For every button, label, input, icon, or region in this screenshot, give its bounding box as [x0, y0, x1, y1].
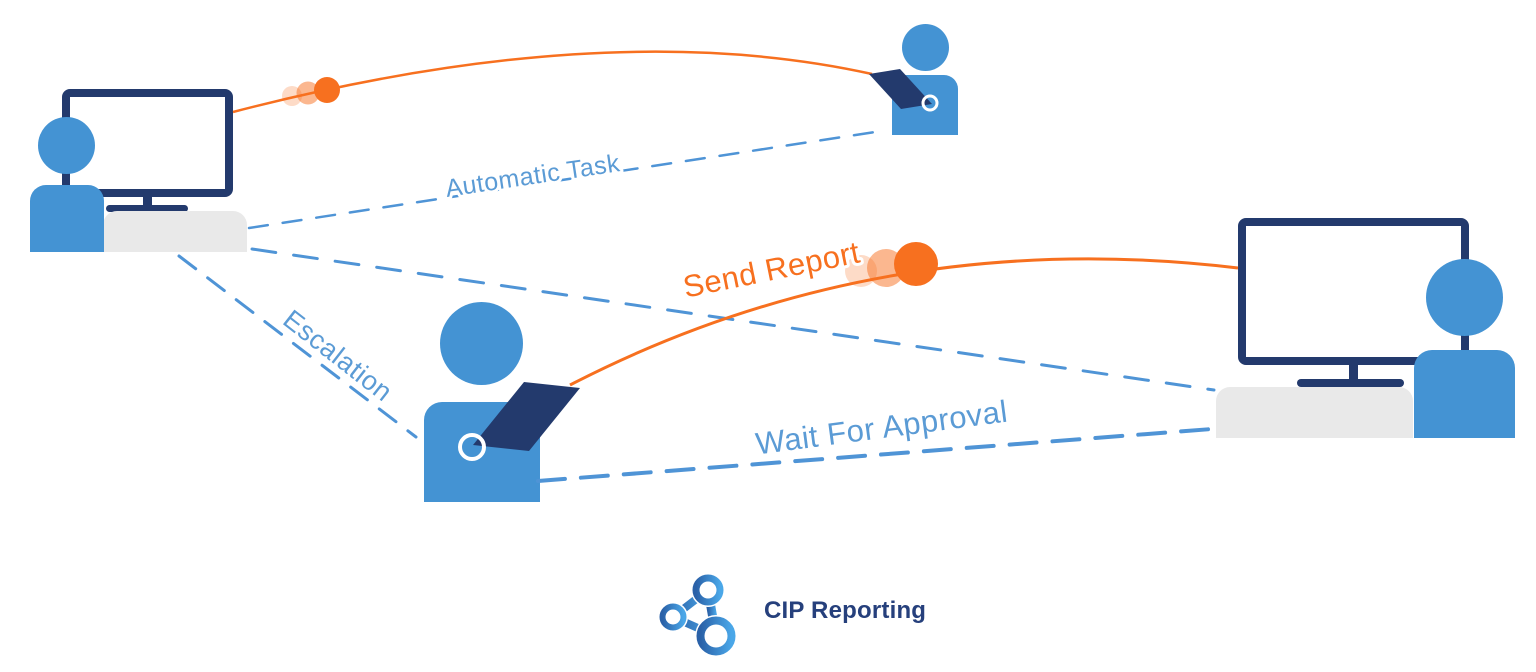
tablet-icon: [869, 69, 932, 109]
tablet-icon: [473, 382, 580, 451]
person-head-icon: [440, 302, 523, 385]
person-body-icon: [1414, 350, 1515, 438]
hand-icon: [458, 433, 486, 461]
flow-dot-icon: [894, 242, 938, 286]
monitor-stand-base-icon: [1297, 379, 1404, 387]
cip-reporting-logo: CIP Reporting: [650, 565, 926, 657]
escalation-line: [177, 254, 418, 439]
desk-icon: [1216, 387, 1413, 438]
person-head-icon: [38, 117, 95, 174]
logo-wordmark: CIP Reporting: [764, 597, 927, 624]
hand-icon: [921, 94, 939, 112]
automatic-task-line: [247, 130, 877, 230]
monitor-stand-base-icon: [106, 205, 188, 212]
flow-dot-icon: [314, 77, 340, 103]
escalation-label: Escalation: [278, 304, 399, 407]
monitor-stand-icon: [143, 196, 152, 207]
person-body-icon: [30, 185, 104, 252]
automatic-task-label: Automatic Task: [444, 149, 622, 203]
person-head-icon: [1426, 259, 1503, 336]
molecule-logo-icon: [658, 573, 737, 657]
desk-to-desk-line: [250, 247, 1216, 392]
flow-dot-trail-icon: [296, 81, 320, 105]
monitor-stand-icon: [1349, 364, 1358, 381]
desk-icon: [103, 211, 247, 252]
send-report-label: Send Report: [680, 235, 863, 305]
person-head-icon: [902, 24, 949, 71]
wait-for-approval-line: [536, 427, 1214, 483]
wait-for-approval-label: Wait For Approval: [754, 394, 1010, 462]
